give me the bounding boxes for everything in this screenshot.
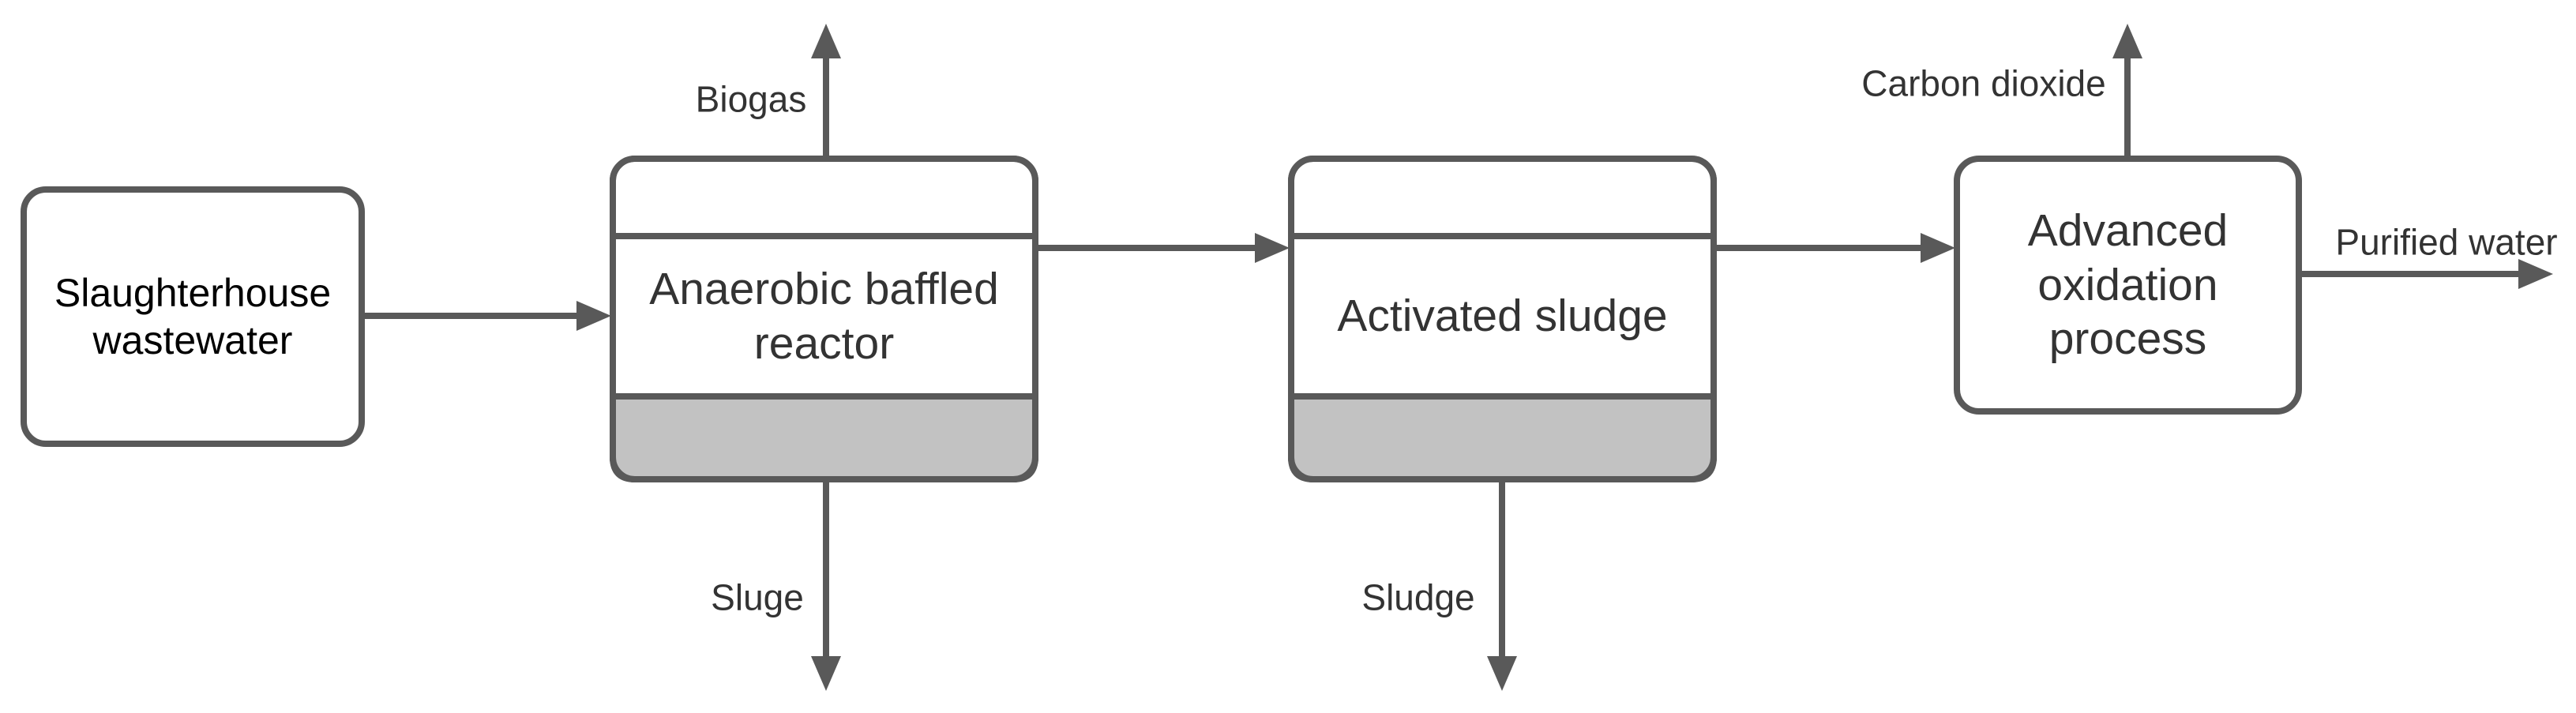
flow-label-sludge: Sludge bbox=[1361, 576, 1475, 618]
activated-sludge-gray-band bbox=[1288, 393, 1717, 482]
arrow-sludge-down bbox=[1487, 479, 1517, 691]
arrowhead-up-icon bbox=[2112, 24, 2142, 58]
arrow-sluge-down bbox=[811, 479, 841, 691]
node-slaughterhouse-wastewater-label: Slaughterhouse wastewater bbox=[54, 271, 332, 362]
arrowhead-right-icon bbox=[1255, 233, 1290, 263]
arrow-carbon-dioxide-up bbox=[2112, 24, 2142, 159]
arrowhead-down-icon bbox=[1487, 656, 1517, 691]
flow-label-sluge: Sluge bbox=[711, 576, 804, 618]
arrow-activated-sludge-to-aop bbox=[1714, 233, 1955, 263]
reactor-gray-band bbox=[610, 393, 1038, 482]
arrowhead-right-icon bbox=[2518, 259, 2553, 289]
arrow-biogas-up bbox=[811, 24, 841, 159]
arrow-reactor-to-activated-sludge bbox=[1035, 233, 1290, 263]
node-activated-sludge-label: Activated sludge bbox=[1337, 291, 1668, 342]
node-advanced-oxidation-process-label: Advanced oxidation process bbox=[2027, 205, 2229, 365]
arrowhead-up-icon bbox=[811, 24, 841, 58]
arrowhead-down-icon bbox=[811, 656, 841, 691]
flow-label-purified-water: Purified water bbox=[2335, 221, 2558, 263]
flow-label-carbon-dioxide: Carbon dioxide bbox=[1861, 62, 2106, 104]
arrowhead-right-icon bbox=[1921, 233, 1955, 263]
flow-label-biogas: Biogas bbox=[695, 78, 807, 120]
arrow-purified-water-right bbox=[2299, 259, 2553, 289]
arrowhead-right-icon bbox=[576, 301, 611, 331]
arrow-wastewater-to-reactor bbox=[362, 301, 611, 331]
node-anaerobic-baffled-reactor-label: Anaerobic baffled reactor bbox=[649, 264, 999, 369]
